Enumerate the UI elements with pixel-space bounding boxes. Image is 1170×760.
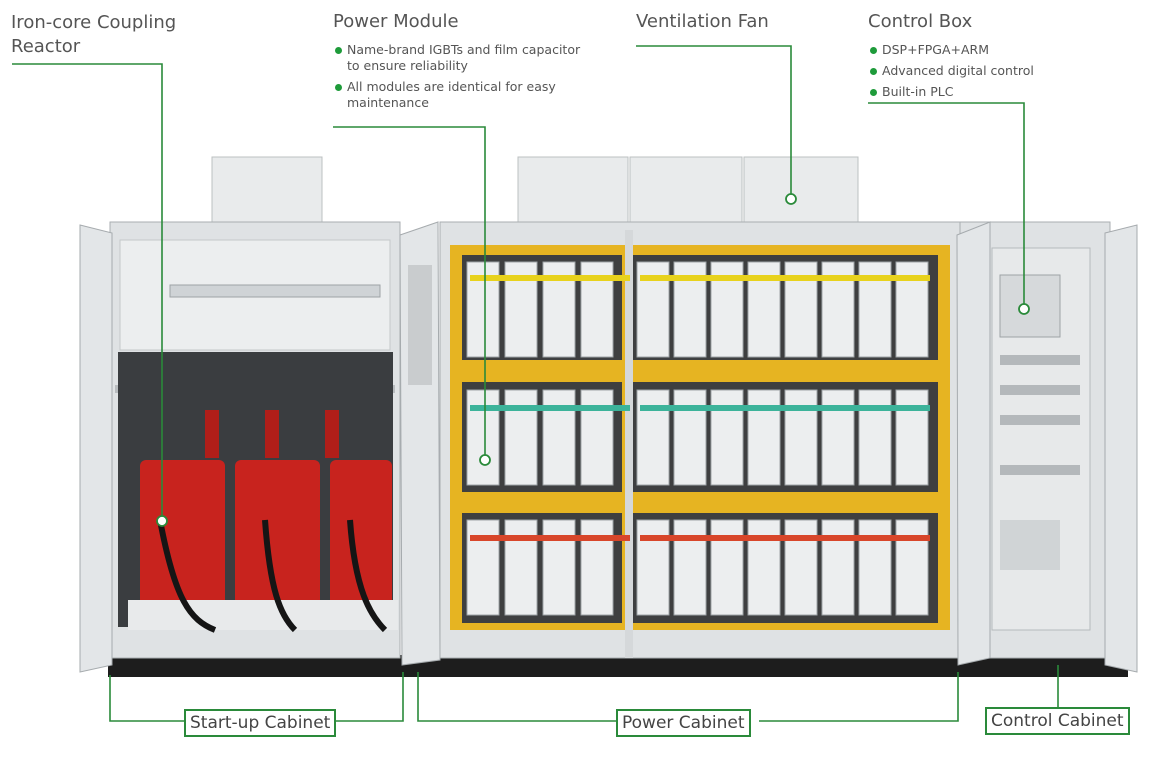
power-module-unit	[858, 519, 892, 616]
power-cabinet-label: Power Cabinet	[616, 709, 751, 737]
cabinet-base	[108, 655, 1128, 677]
power-module-unit	[504, 389, 538, 486]
power-module-unit	[821, 519, 855, 616]
power-module-bullets: Name-brand IGBTs and film capacitor to e…	[333, 42, 593, 116]
power-module-unit	[710, 519, 744, 616]
power-module-label: Power Module	[333, 11, 459, 32]
reactor-label: Iron-core Coupling Reactor	[11, 11, 176, 59]
bullet-item: All modules are identical for easy maint…	[333, 79, 593, 111]
power-module-unit	[784, 519, 818, 616]
bullet-text: All modules are identical for easy maint…	[347, 79, 556, 110]
control-left-door	[956, 221, 991, 666]
reactor-coil-3	[330, 460, 392, 610]
control-cabinet-label: Control Cabinet	[985, 707, 1130, 735]
control-right-door	[1104, 224, 1138, 673]
power-cabinet	[439, 221, 961, 659]
bullet-item: Name-brand IGBTs and film capacitor to e…	[333, 42, 593, 74]
power-module-unit	[466, 389, 500, 486]
bullet-text: Built-in PLC	[882, 84, 954, 99]
power-module-unit	[784, 389, 818, 486]
power-module-unit	[858, 389, 892, 486]
startup-cabinet	[109, 221, 401, 659]
power-module-unit	[542, 389, 576, 486]
power-module-unit	[542, 519, 576, 616]
power-module-unit	[580, 389, 614, 486]
power-module-unit	[466, 519, 500, 616]
power-module-unit	[504, 519, 538, 616]
control-box-bullets: DSP+FPGA+ARM Advanced digital control Bu…	[868, 42, 1088, 105]
power-module-unit	[636, 519, 670, 616]
leader-endpoints	[156, 193, 1030, 527]
reactor-coil-2	[235, 460, 320, 610]
bullet-item: Advanced digital control	[868, 63, 1088, 79]
ventilation-fan-housings	[211, 156, 859, 226]
power-module-unit	[821, 389, 855, 486]
bullet-text: Advanced digital control	[882, 63, 1034, 78]
bullet-text: Name-brand IGBTs and film capacitor to e…	[347, 42, 581, 73]
power-module-unit	[747, 519, 781, 616]
power-module-unit	[895, 519, 929, 616]
control-box-label: Control Box	[868, 11, 973, 32]
reactor-coil-1	[140, 460, 225, 610]
startup-cabinet-label: Start-up Cabinet	[184, 709, 337, 737]
reactor-label-line2: Reactor	[11, 36, 81, 57]
power-module-unit	[710, 389, 744, 486]
bullet-item: DSP+FPGA+ARM	[868, 42, 1088, 58]
power-module-unit	[673, 519, 707, 616]
power-module-unit	[636, 389, 670, 486]
startup-left-door	[79, 224, 113, 673]
bullet-text: DSP+FPGA+ARM	[882, 42, 990, 57]
power-module-unit	[580, 519, 614, 616]
bullet-item: Built-in PLC	[868, 84, 1088, 100]
reactor-label-line1: Iron-core Coupling	[11, 12, 177, 33]
leader-lines	[12, 45, 1059, 722]
ventilation-fan-label: Ventilation Fan	[636, 11, 769, 32]
power-module-unit	[673, 389, 707, 486]
power-module-unit	[895, 389, 929, 486]
power-module-unit	[747, 389, 781, 486]
